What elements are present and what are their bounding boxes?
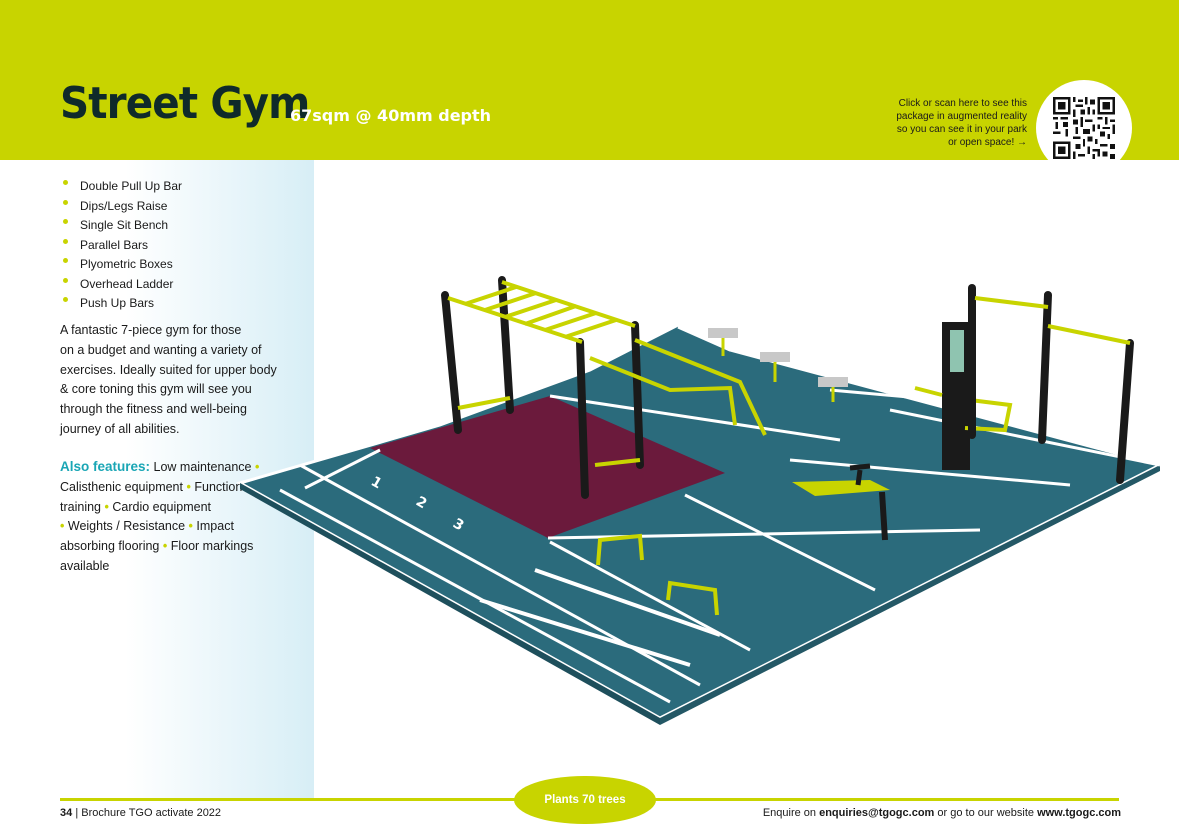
qr-code-button[interactable] — [1036, 80, 1132, 176]
description: A fantastic 7-piece gym for those on a b… — [60, 321, 300, 440]
ar-instructions[interactable]: Click or scan here to see this package i… — [857, 97, 1027, 149]
floor-line — [889, 408, 1161, 467]
ladder-rung — [564, 318, 617, 339]
footer-contact: Enquire on enquiries@tgogc.com or go to … — [763, 807, 1121, 819]
pullup-bar — [1047, 324, 1131, 345]
ar-line: or open space! → — [948, 137, 1027, 148]
website-link[interactable]: www.tgogc.com — [1037, 807, 1121, 819]
list-item: Dips/Legs Raise — [62, 197, 182, 217]
floor-edge-right — [660, 465, 1160, 725]
sit-bench — [792, 463, 890, 541]
feature-item: Low maintenance — [153, 460, 252, 474]
pullup-post — [1116, 339, 1134, 484]
floor-line — [677, 325, 731, 352]
page-subtitle: 67sqm @ 40mm depth — [290, 106, 492, 125]
ladder-rail — [447, 296, 583, 344]
description-line: through the fitness and well-being — [60, 402, 247, 417]
bullet-dot: • — [60, 519, 65, 534]
plyo-boxes — [708, 328, 848, 402]
floor-line — [304, 448, 381, 490]
pullup-bar — [974, 296, 1049, 309]
ar-line: so you can see it in your park — [896, 124, 1027, 135]
ladder-rung — [484, 291, 537, 312]
feature-item: Cardio equipment — [112, 499, 212, 514]
description-line: journey of all abilities. — [60, 421, 180, 436]
description-line: A fantastic 7-piece gym for those — [60, 323, 242, 337]
pullup-post — [1038, 291, 1052, 444]
ladder-rung — [544, 311, 597, 332]
list-item: Single Sit Bench — [62, 216, 182, 236]
list-item: Double Pull Up Bar — [62, 177, 182, 197]
ladder-rung — [504, 298, 557, 319]
plants-badge-text: Plants 70 trees — [544, 794, 626, 806]
features-lead: Also features: — [60, 459, 151, 474]
ladder-post — [498, 276, 514, 414]
header-band — [0, 0, 1179, 160]
floor-base — [236, 323, 1165, 720]
feature-item: Impact absorbing flooring — [60, 519, 234, 554]
parallel-bar — [589, 356, 737, 426]
footer-brochure: 34 | Brochure TGO activate 2022 — [60, 807, 221, 819]
cardio-station — [914, 322, 1013, 470]
pull-up-bar — [457, 396, 511, 410]
plants-badge: Plants 70 trees — [514, 776, 656, 824]
description-line: on a budget and wanting a variety of — [60, 342, 262, 357]
parallel-bar — [634, 338, 767, 436]
page-number: 34 — [60, 807, 73, 819]
brochure-label: | Brochure TGO activate 2022 — [75, 807, 222, 819]
description-line: & core toning this gym will see you — [60, 382, 252, 397]
feature-item: Weights / Resistance — [67, 519, 186, 534]
floor-line — [829, 388, 921, 400]
website-prefix: or go to our website — [934, 807, 1038, 819]
equipment-list: Double Pull Up Bar Dips/Legs Raise Singl… — [62, 177, 182, 314]
ladder-post — [576, 338, 589, 499]
list-item: Plyometric Boxes — [62, 255, 182, 275]
ladder-rail — [501, 280, 636, 328]
ladder-rung — [524, 304, 577, 326]
bullet-dot: • — [188, 519, 193, 534]
floor-line — [549, 394, 841, 442]
ar-line: Click or scan here to see this — [898, 98, 1027, 109]
floor-edge — [240, 483, 660, 725]
bullet-dot: • — [162, 539, 168, 554]
qr-code-icon — [1053, 97, 1115, 159]
ladder-post — [631, 321, 644, 469]
features-paragraph: Also features: Low maintenance • Calisth… — [60, 457, 285, 577]
bullet-dot: • — [186, 479, 191, 494]
description-line: exercises. Ideally suited for upper body — [60, 362, 277, 377]
feature-item: Floor markings available — [60, 539, 254, 573]
bullet-dot: • — [104, 499, 109, 514]
gym-illustration: 1 2 3 — [236, 276, 1165, 725]
list-item: Parallel Bars — [62, 236, 182, 256]
page-title: Street Gym — [60, 78, 310, 129]
feature-item: Calisthenic equipment — [60, 479, 183, 494]
list-item: Push Up Bars — [62, 294, 182, 314]
dip-bar — [594, 458, 641, 467]
floor-line — [279, 488, 671, 704]
bullet-dot: • — [254, 460, 260, 474]
email-link[interactable]: enquiries@tgogc.com — [819, 807, 935, 819]
ar-line: package in augmented reality — [896, 111, 1027, 122]
sprint-marking — [534, 568, 721, 637]
push-up-bar — [666, 580, 719, 616]
enquire-prefix: Enquire on — [762, 807, 820, 819]
sprint-marking — [479, 598, 691, 667]
floor-line — [789, 458, 1071, 487]
list-item: Overhead Ladder — [62, 275, 182, 295]
push-up-bar — [596, 533, 644, 566]
floor-line — [684, 493, 876, 592]
ladder-rung — [464, 285, 517, 306]
ladder-post — [441, 291, 462, 434]
